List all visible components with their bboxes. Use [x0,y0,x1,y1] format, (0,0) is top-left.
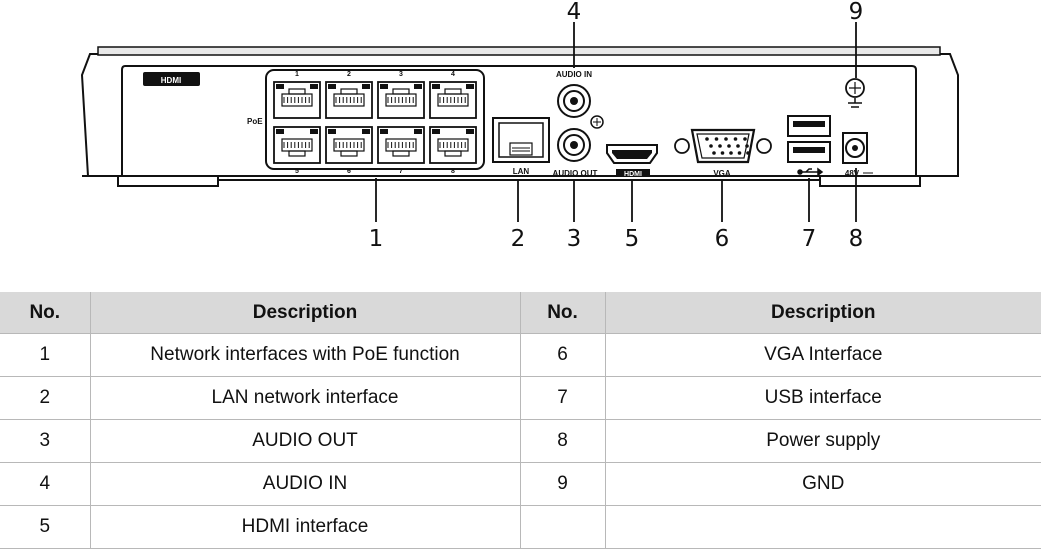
vga-pin [718,144,722,148]
callout-leader-lines [375,22,857,222]
audio-ports: AUDIO IN AUDIO OUT [553,70,604,178]
table-cell: 5 [0,505,90,549]
vga-pin [745,144,749,148]
hdmi-port: HDMI [606,144,658,178]
callout-8: 8 [849,226,864,252]
table-cell: 9 [519,462,605,506]
rj45-port [325,81,373,119]
vga-pin [727,144,731,148]
table-cell: 8 [519,419,605,463]
lan-port: LAN [492,117,550,176]
vga-pin [737,151,742,155]
audio-out-label: AUDIO OUT [553,169,598,178]
table-row: 3 AUDIO OUT 8 Power supply [0,419,1041,463]
table-cell: 3 [0,419,90,463]
vga-pin [724,137,728,141]
table-row: 2 LAN network interface 7 USB interface [0,376,1041,420]
table-cell: AUDIO IN [89,462,520,506]
usb-icon [797,167,824,177]
vga-pin [709,144,713,148]
callout-1: 1 [369,226,384,252]
table-header-row: No. Description No. Description [0,292,1041,334]
rj45-port [429,81,477,119]
callout-5: 5 [625,226,640,252]
table-cell: AUDIO OUT [89,419,520,463]
table-cell: VGA Interface [604,333,1041,377]
hdmi-port-label: HDMI [624,171,642,178]
callout-9: 9 [849,0,864,25]
table-cell: 4 [0,462,90,506]
vga-label: VGA [713,169,731,178]
poe-rj45-ports [273,81,477,164]
header-no-right: No. [519,292,605,334]
poe-number-7: 7 [399,168,403,175]
vga-pins [705,137,750,155]
vga-pin [705,137,709,141]
poe-number-4: 4 [451,71,455,78]
usb-ports [787,115,831,177]
table-cell: 2 [0,376,90,420]
callout-3: 3 [567,226,582,252]
table-cell: Power supply [604,419,1041,463]
vga-pin [746,151,750,155]
table-cell [519,505,605,549]
vga-port: VGA [674,128,772,178]
header-no-left: No. [0,292,90,334]
callout-4: 4 [567,0,582,25]
hdmi-logo: HDMI [143,72,200,86]
table-row: 5 HDMI interface [0,505,1041,549]
table-cell: HDMI interface [89,505,520,549]
rj45-port [377,81,425,119]
table-cell: LAN network interface [89,376,520,420]
vga-pin [733,137,738,141]
rj45-port [429,126,477,164]
poe-number-6: 6 [347,168,351,175]
table-cell: Network interfaces with PoE function [89,333,520,377]
vga-pin [714,137,719,141]
poe-number-1: 1 [295,71,299,78]
table-cell: GND [604,462,1041,506]
callout-6: 6 [715,226,730,252]
table-row: 1 Network interfaces with PoE function 6… [0,333,1041,377]
table-cell: USB interface [604,376,1041,420]
table-row: 4 AUDIO IN 9 GND [0,462,1041,506]
poe-number-3: 3 [399,71,403,78]
rj45-port [273,81,321,119]
port-description-table: No. Description No. Description 1 Networ… [0,292,1041,549]
poe-number-5: 5 [295,168,299,175]
poe-port-block: PoE 1 2 3 4 5 6 7 8 [247,69,485,175]
vga-pin [720,151,725,155]
poe-number-8: 8 [451,168,455,175]
nvr-rear-panel-diagram: HDMI PoE 1 2 3 4 5 6 7 8 LAN AUDIO IN AU… [80,0,959,252]
table-cell: 1 [0,333,90,377]
callout-2: 2 [511,226,526,252]
header-description-right: Description [604,292,1041,334]
rj45-port [377,126,425,164]
vga-pin [736,144,740,148]
power-label: 48V [845,169,860,178]
ground-icon [848,98,862,108]
power-and-ground: 48V [842,78,873,178]
poe-label: PoE [247,117,263,126]
table-cell: 6 [519,333,605,377]
hdmi-logo-label: HDMI [161,76,181,85]
lan-label: LAN [513,167,530,176]
table-cell: 7 [519,376,605,420]
rj45-port [325,126,373,164]
callout-7: 7 [802,226,817,252]
vga-pin [712,151,716,155]
vga-pin [729,151,733,155]
vga-pin [743,137,747,141]
audio-in-label: AUDIO IN [556,70,592,79]
table-cell [604,505,1041,549]
header-description-left: Description [89,292,520,334]
rj45-port [273,126,321,164]
poe-number-2: 2 [347,71,351,78]
